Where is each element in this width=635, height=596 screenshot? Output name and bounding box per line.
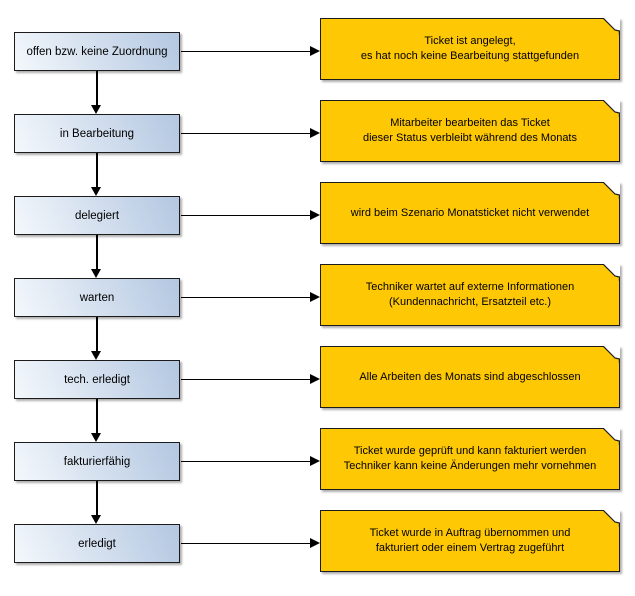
note-box: Mitarbeiter bearbeiten das Ticket dieser…: [320, 100, 620, 162]
folded-corner-icon: [603, 510, 620, 527]
arrow-right: [181, 127, 320, 140]
arrow-down: [90, 317, 103, 360]
status-box-in-bearbeitung: in Bearbeitung: [14, 114, 180, 153]
arrow-down: [90, 481, 103, 524]
arrowhead-down-icon: [91, 433, 101, 442]
arrow-line: [96, 235, 98, 270]
arrowhead-down-icon: [91, 187, 101, 196]
note-text: wird beim Szenario Monatsticket nicht ve…: [350, 206, 590, 219]
note-text: Ticket wurde in Auftrag übernommen und f…: [369, 527, 571, 554]
status-label: offen bzw. keine Zuordnung: [26, 45, 168, 58]
arrow-down: [90, 71, 103, 114]
arrowhead-right-icon: [310, 456, 320, 466]
arrowhead-down-icon: [91, 351, 101, 360]
folded-corner-icon: [603, 264, 620, 281]
note-box: Ticket wurde geprüft und kann fakturiert…: [320, 428, 620, 490]
arrow-down: [90, 235, 103, 278]
note-text: Alle Arbeiten des Monats sind abgeschlos…: [359, 370, 581, 383]
arrow-line: [181, 214, 311, 216]
status-label: fakturierfähig: [63, 455, 131, 468]
note-text: Ticket ist angelegt, es hat noch keine B…: [360, 35, 580, 62]
arrowhead-down-icon: [91, 515, 101, 524]
status-label: tech. erledigt: [64, 373, 130, 386]
folded-corner-icon: [603, 428, 620, 445]
arrowhead-right-icon: [310, 128, 320, 138]
note-text: Mitarbeiter bearbeiten das Ticket dieser…: [362, 117, 577, 144]
status-label: warten: [79, 291, 115, 304]
note-box: wird beim Szenario Monatsticket nicht ve…: [320, 182, 620, 244]
arrowhead-right-icon: [310, 210, 320, 220]
status-box-warten: warten: [14, 278, 180, 317]
status-label: delegiert: [74, 209, 120, 222]
folded-corner-icon: [603, 18, 620, 35]
arrow-line: [181, 296, 311, 298]
status-label: erledigt: [78, 537, 116, 550]
arrowhead-right-icon: [310, 374, 320, 384]
arrow-line: [96, 399, 98, 434]
folded-corner-icon: [603, 346, 620, 363]
arrow-down: [90, 399, 103, 442]
status-box-erledigt: erledigt: [14, 524, 180, 563]
arrow-line: [181, 378, 311, 380]
note-text: Techniker wartet auf externe Information…: [365, 281, 575, 308]
note-box: Techniker wartet auf externe Information…: [320, 264, 620, 326]
arrowhead-down-icon: [91, 105, 101, 114]
note-text: Ticket wurde geprüft und kann fakturiert…: [343, 445, 597, 472]
arrow-line: [181, 460, 311, 462]
arrowhead-down-icon: [91, 269, 101, 278]
arrow-right: [181, 455, 320, 468]
arrow-down: [90, 153, 103, 196]
arrow-right: [181, 209, 320, 222]
arrow-line: [181, 50, 311, 52]
note-box: Ticket ist angelegt, es hat noch keine B…: [320, 18, 620, 80]
folded-corner-icon: [603, 100, 620, 117]
arrow-line: [96, 153, 98, 188]
arrow-line: [96, 481, 98, 516]
arrow-line: [181, 542, 311, 544]
status-box-offen: offen bzw. keine Zuordnung: [14, 32, 180, 71]
note-box: Alle Arbeiten des Monats sind abgeschlos…: [320, 346, 620, 408]
arrowhead-right-icon: [310, 292, 320, 302]
arrow-line: [96, 317, 98, 352]
status-box-delegiert: delegiert: [14, 196, 180, 235]
arrow-right: [181, 291, 320, 304]
arrow-right: [181, 45, 320, 58]
arrowhead-right-icon: [310, 538, 320, 548]
status-box-tech-erledigt: tech. erledigt: [14, 360, 180, 399]
note-box: Ticket wurde in Auftrag übernommen und f…: [320, 510, 620, 572]
arrow-right: [181, 373, 320, 386]
arrowhead-right-icon: [310, 46, 320, 56]
arrow-right: [181, 537, 320, 550]
status-label: in Bearbeitung: [59, 127, 135, 140]
folded-corner-icon: [603, 182, 620, 199]
arrow-line: [96, 71, 98, 106]
arrow-line: [181, 132, 311, 134]
status-box-fakturierfaehig: fakturierfähig: [14, 442, 180, 481]
